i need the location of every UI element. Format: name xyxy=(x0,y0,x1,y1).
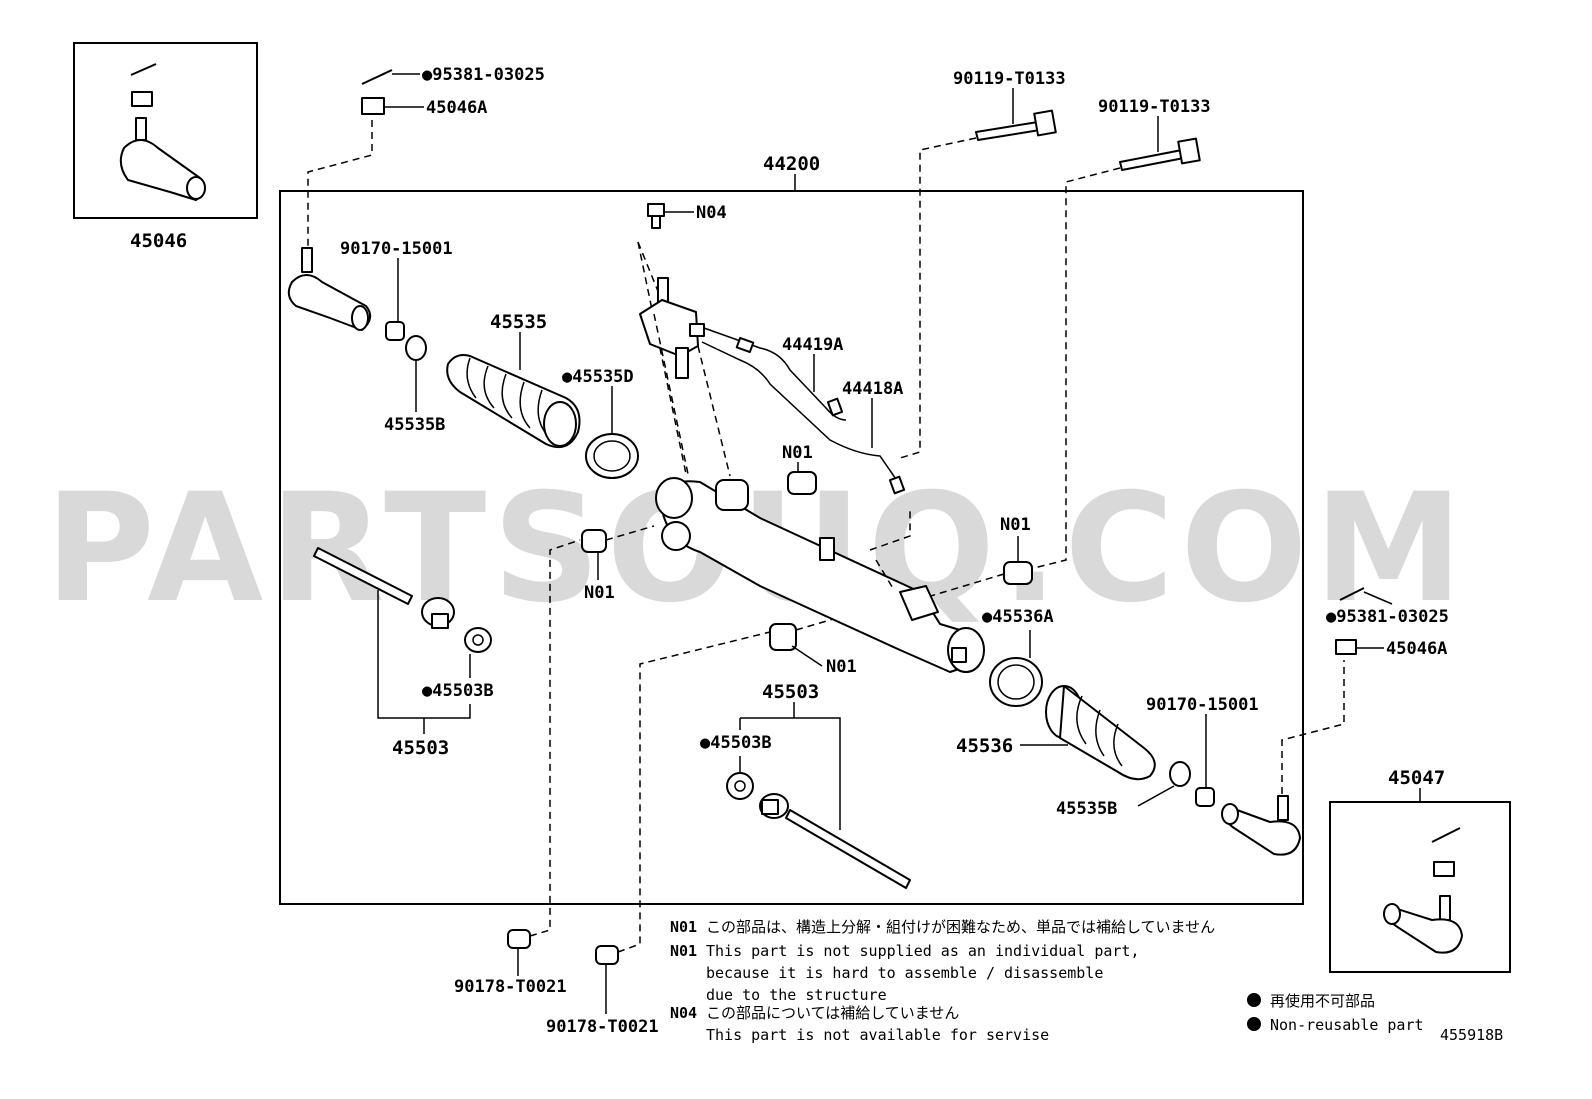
label-tube-a[interactable]: 44419A xyxy=(782,335,843,355)
label-cotter-right[interactable]: ●95381-03025 xyxy=(1326,607,1449,627)
legend-ja: 再使用不可部品 xyxy=(1270,992,1375,1010)
label-n01-c[interactable]: N01 xyxy=(1000,515,1031,535)
right-tie-rod-end-icon[interactable] xyxy=(1221,795,1301,856)
note-n04-ja: この部品については補給していません xyxy=(706,1004,959,1022)
inset-45046 xyxy=(73,42,258,219)
note-n04-en: This part is not available for servise xyxy=(706,1026,1049,1044)
band-right-icon[interactable] xyxy=(989,630,1043,707)
n01-bushing-a-icon[interactable] xyxy=(787,462,817,495)
bolt-icon-1[interactable] xyxy=(975,88,1057,141)
note-n01-en-3: due to the structure xyxy=(706,986,887,1004)
clip-right-icon[interactable] xyxy=(1195,714,1215,807)
grommet-2-icon[interactable] xyxy=(595,945,619,1014)
label-n04[interactable]: N04 xyxy=(696,203,727,223)
grommet-1-icon[interactable] xyxy=(507,929,531,976)
n01-bushing-d-icon[interactable] xyxy=(769,623,823,667)
clamp-right-icon[interactable] xyxy=(1137,761,1191,807)
label-clamp-right[interactable]: 45535B xyxy=(1056,799,1117,819)
band-left-icon[interactable] xyxy=(585,386,639,479)
label-band-right[interactable]: ●45536A xyxy=(982,607,1054,627)
right-inner-rod-icon[interactable] xyxy=(759,793,911,889)
label-nut-right[interactable]: 45046A xyxy=(1386,639,1447,659)
label-washer-right[interactable]: ●45503B xyxy=(700,733,772,753)
label-44200[interactable]: 44200 xyxy=(763,153,820,175)
castle-nut-right-icon[interactable] xyxy=(1335,639,1384,655)
label-n01-d[interactable]: N01 xyxy=(826,657,857,677)
tie-rod-end-icon[interactable] xyxy=(119,63,206,201)
clamp-left-icon[interactable] xyxy=(405,335,427,412)
assembly-frame xyxy=(279,190,1304,905)
label-boot-right[interactable]: 45536 xyxy=(956,735,1013,757)
cotter-pin-icon[interactable] xyxy=(361,69,420,85)
legend-en: Non-reusable part xyxy=(1270,1016,1424,1034)
left-boot-icon[interactable] xyxy=(446,332,581,448)
note-n01-ja: この部品は、構造上分解・組付けが困難なため、単品では補給していません xyxy=(706,918,1215,936)
label-bolt-2[interactable]: 90119-T0133 xyxy=(1098,97,1211,117)
label-45046[interactable]: 45046 xyxy=(130,230,187,252)
label-n01-b[interactable]: N01 xyxy=(584,583,615,603)
label-45047[interactable]: 45047 xyxy=(1388,767,1445,789)
label-boot-left[interactable]: 45535 xyxy=(490,311,547,333)
n01-bushing-c-icon[interactable] xyxy=(1003,536,1033,585)
legend-dot-icon xyxy=(1247,993,1261,1007)
clip-left-icon[interactable] xyxy=(385,258,405,341)
note-n01-en-code: N01 xyxy=(670,942,697,960)
label-grommet-1[interactable]: 90178-T0021 xyxy=(454,977,567,997)
bolt-icon-2[interactable] xyxy=(1119,116,1201,171)
note-n01-code: N01 xyxy=(670,918,697,936)
label-washer-left[interactable]: ●45503B xyxy=(422,681,494,701)
label-rod-left[interactable]: 45503 xyxy=(392,737,449,759)
left-inner-rod-icon[interactable] xyxy=(313,547,455,629)
valve-housing-icon[interactable] xyxy=(639,277,705,379)
n04-bolt-icon[interactable] xyxy=(647,203,694,229)
label-clip-right[interactable]: 90170-15001 xyxy=(1146,695,1259,715)
label-cotter-top[interactable]: ●95381-03025 xyxy=(422,65,545,85)
right-boot-icon[interactable] xyxy=(1020,685,1156,781)
washer-right-icon[interactable] xyxy=(726,772,754,800)
cotter-pin-right-icon[interactable] xyxy=(1339,587,1393,605)
note-n04-code: N04 xyxy=(670,1004,697,1022)
label-tube-b[interactable]: 44418A xyxy=(842,379,903,399)
note-n01-en-1: This part is not supplied as an individu… xyxy=(706,942,1139,960)
label-bolt-1[interactable]: 90119-T0133 xyxy=(953,69,1066,89)
rack-housing-icon[interactable] xyxy=(655,477,985,673)
label-band-left[interactable]: ●45535D xyxy=(562,367,634,387)
label-clip-left[interactable]: 90170-15001 xyxy=(340,239,453,259)
label-nut-top[interactable]: 45046A xyxy=(426,98,487,118)
legend-dot-icon-2 xyxy=(1247,1017,1261,1031)
note-n01-en-2: because it is hard to assemble / disasse… xyxy=(706,964,1103,982)
label-grommet-2[interactable]: 90178-T0021 xyxy=(546,1017,659,1037)
inset-45047 xyxy=(1329,801,1511,973)
tie-rod-end-right-icon[interactable] xyxy=(1383,827,1463,954)
tube-icon[interactable] xyxy=(701,327,906,495)
label-clamp-left[interactable]: 45535B xyxy=(384,415,445,435)
label-n01-a[interactable]: N01 xyxy=(782,443,813,463)
left-tie-rod-end-icon[interactable] xyxy=(287,247,372,331)
label-rod-right[interactable]: 45503 xyxy=(762,681,819,703)
n01-bushing-b-icon[interactable] xyxy=(581,529,607,580)
castle-nut-icon[interactable] xyxy=(361,97,424,115)
diagram-code: 455918B xyxy=(1440,1026,1503,1044)
washer-left-icon[interactable] xyxy=(464,627,492,653)
